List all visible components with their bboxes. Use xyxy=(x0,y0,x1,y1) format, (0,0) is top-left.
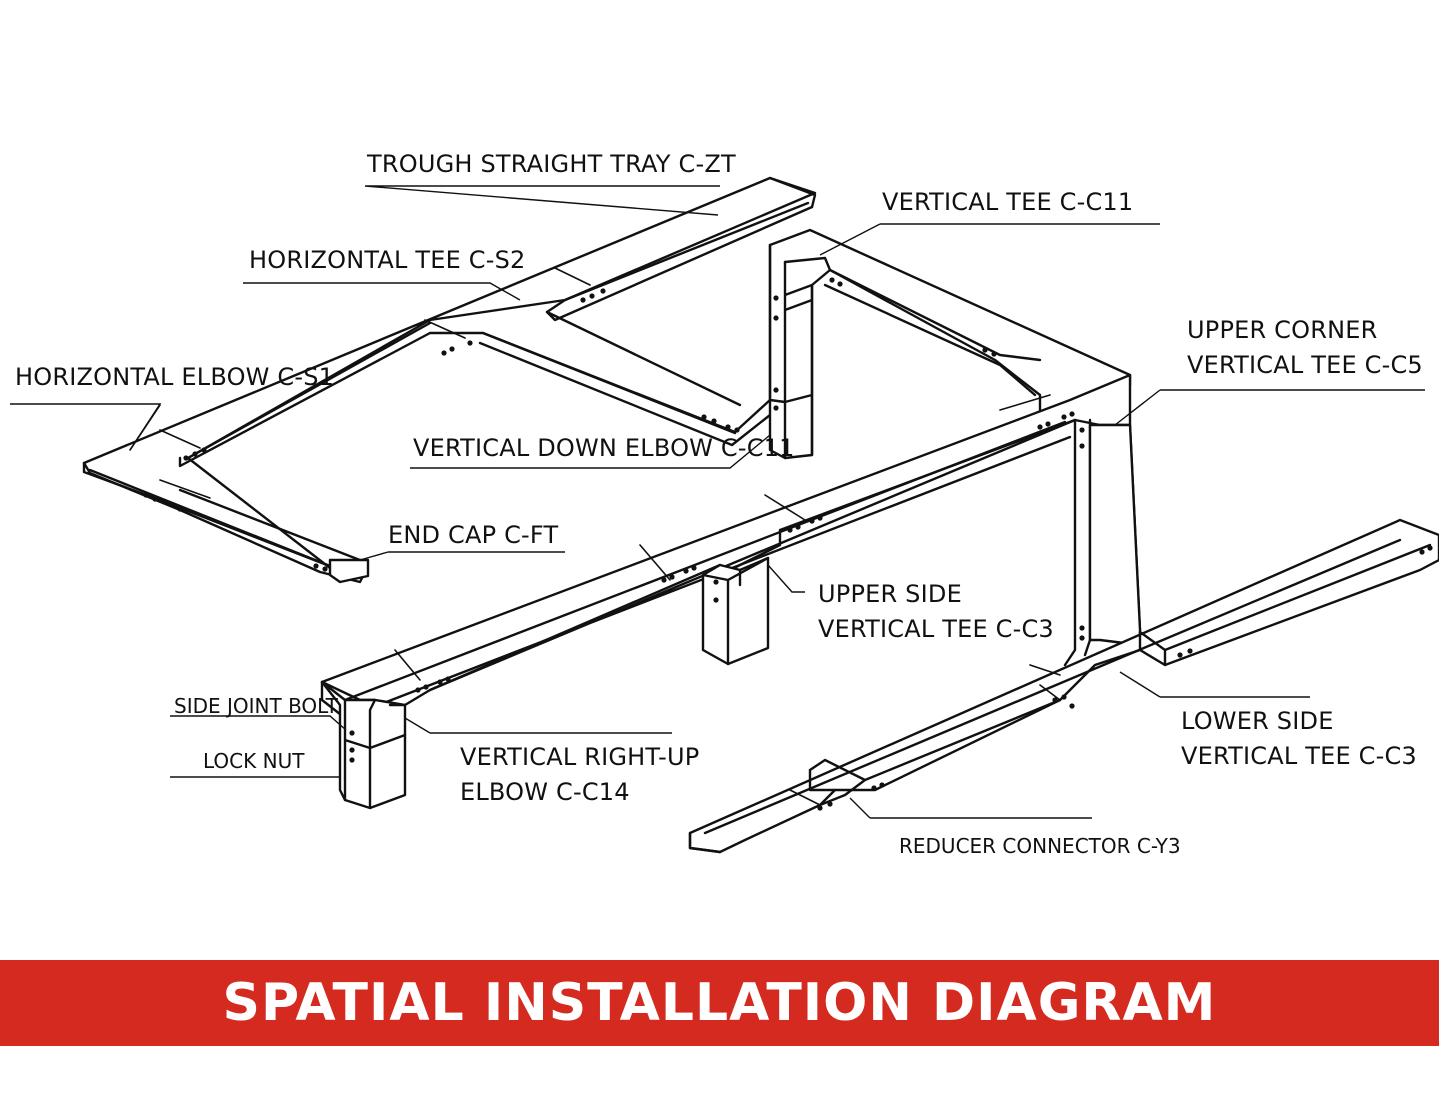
label-vertical-right-up-1: VERTICAL RIGHT-UP xyxy=(460,743,699,771)
upper-corner-riser-body xyxy=(1088,423,1142,647)
label-lower-side-2: VERTICAL TEE C-C3 xyxy=(1181,742,1417,770)
label-side-joint-bolt: SIDE JOINT BOLT xyxy=(174,694,339,718)
leader-side-joint-bolt xyxy=(170,715,347,731)
leader-upper-corner xyxy=(1114,389,1425,426)
leader-horizontal-tee xyxy=(243,282,521,301)
title-banner: SPATIAL INSTALLATION DIAGRAM xyxy=(0,960,1439,1046)
upper-side-vertical-tee xyxy=(701,556,770,666)
label-lower-side-1: LOWER SIDE xyxy=(1181,707,1334,735)
leader-end-cap xyxy=(359,551,565,561)
leader-trough-straight xyxy=(364,185,720,216)
label-horizontal-tee: HORIZONTAL TEE C-S2 xyxy=(249,246,526,274)
vertical-tee-tower xyxy=(768,228,1132,460)
label-lock-nut: LOCK NUT xyxy=(203,749,305,773)
leader-reducer xyxy=(849,797,1092,819)
label-vertical-tee: VERTICAL TEE C-C11 xyxy=(882,188,1133,216)
joint-lines-upper xyxy=(129,267,591,499)
label-vertical-down-elbow: VERTICAL DOWN ELBOW C-C11 xyxy=(413,434,795,462)
leader-vertical-down-elbow xyxy=(410,434,771,469)
leader-vertical-tee xyxy=(819,223,1160,256)
label-horizontal-elbow: HORIZONTAL ELBOW C-S1 xyxy=(15,363,334,391)
inner-branch xyxy=(478,310,772,447)
label-upper-corner-2: VERTICAL TEE C-C5 xyxy=(1187,351,1423,379)
label-end-cap: END CAP C-FT xyxy=(388,521,559,549)
vertical-tee-top-inner xyxy=(783,256,1042,397)
label-trough-straight-tray: TROUGH STRAIGHT TRAY C-ZT xyxy=(366,150,736,178)
lower-tray-system xyxy=(320,373,1132,810)
bolt-dots xyxy=(143,277,1433,811)
tray-inner-edge-top xyxy=(545,201,814,322)
vertical-right-up-elbow-walls xyxy=(343,698,407,810)
label-vertical-right-up-2: ELBOW C-C14 xyxy=(460,778,630,806)
label-upper-side-1: UPPER SIDE xyxy=(818,580,962,608)
reducer-connector xyxy=(808,698,1062,807)
lowest-tray-edges xyxy=(688,538,1432,854)
lowest-tray-system xyxy=(688,518,1439,854)
leader-horizontal-elbow xyxy=(10,403,162,451)
upper-corner-riser xyxy=(1063,418,1142,667)
main-lower-tray-front xyxy=(320,418,1077,720)
upper-side-vertical-tee-walls xyxy=(701,556,770,666)
label-upper-side-2: VERTICAL TEE C-C3 xyxy=(818,615,1054,643)
joint-lines-lowest xyxy=(789,664,1061,806)
vertical-tee-walls xyxy=(768,243,814,460)
joint-lines-lower xyxy=(394,394,1051,681)
label-reducer-connector: REDUCER CONNECTOR C-Y3 xyxy=(899,834,1181,858)
label-upper-corner-1: UPPER CORNER xyxy=(1187,316,1378,344)
banner-title: SPATIAL INSTALLATION DIAGRAM xyxy=(222,973,1217,1033)
leader-vertical-right-up xyxy=(404,717,672,734)
leader-lower-side xyxy=(1119,671,1310,698)
leader-upper-side xyxy=(767,564,805,593)
labels: TROUGH STRAIGHT TRAY C-ZT VERTICAL TEE C… xyxy=(15,150,1423,858)
leader-lines xyxy=(10,185,1425,819)
